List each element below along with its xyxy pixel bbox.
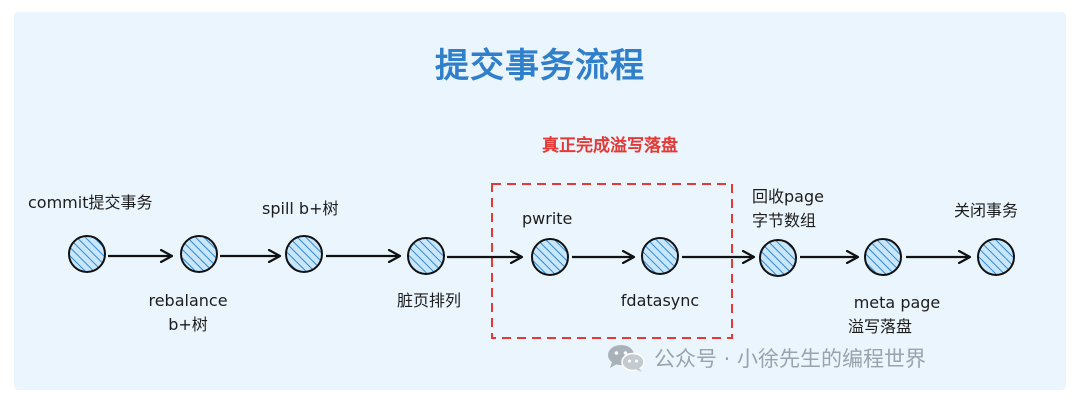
node-fdatasync xyxy=(641,237,679,275)
label-pwrite: pwrite xyxy=(522,209,573,228)
highlight-box xyxy=(491,183,733,339)
label-rebalance-line1: rebalance xyxy=(148,291,228,310)
diagram-title: 提交事务流程 xyxy=(435,46,645,86)
node-rebalance xyxy=(180,235,218,273)
label-meta-line1: meta page xyxy=(853,293,941,312)
node-spill xyxy=(285,235,323,273)
wechat-icon xyxy=(608,345,645,372)
label-close: 关闭事务 xyxy=(954,201,1019,220)
node-meta-page xyxy=(864,238,902,276)
node-sort-dirty xyxy=(407,237,445,275)
node-close xyxy=(977,238,1015,276)
label-spill: spill b+树 xyxy=(262,199,339,218)
label-rebalance-line2: b+树 xyxy=(168,315,208,334)
label-meta-line2: 溢写落盘 xyxy=(848,317,913,336)
label-sort-dirty: 脏页排列 xyxy=(396,291,462,310)
watermark: 公众号 · 小徐先生的编程世界 xyxy=(606,340,926,376)
label-reclaim-line1: 回收page xyxy=(752,187,824,206)
diagram-panel xyxy=(14,12,1066,390)
highlight-label: 真正完成溢写落盘 xyxy=(542,136,678,156)
label-commit: commit提交事务 xyxy=(28,193,153,212)
node-commit xyxy=(68,235,106,273)
watermark-text: 公众号 · 小徐先生的编程世界 xyxy=(654,347,927,371)
label-fdatasync: fdatasync xyxy=(620,291,700,310)
node-reclaim xyxy=(759,239,797,277)
label-reclaim-line2: 字节数组 xyxy=(752,211,817,230)
node-pwrite xyxy=(531,238,569,276)
